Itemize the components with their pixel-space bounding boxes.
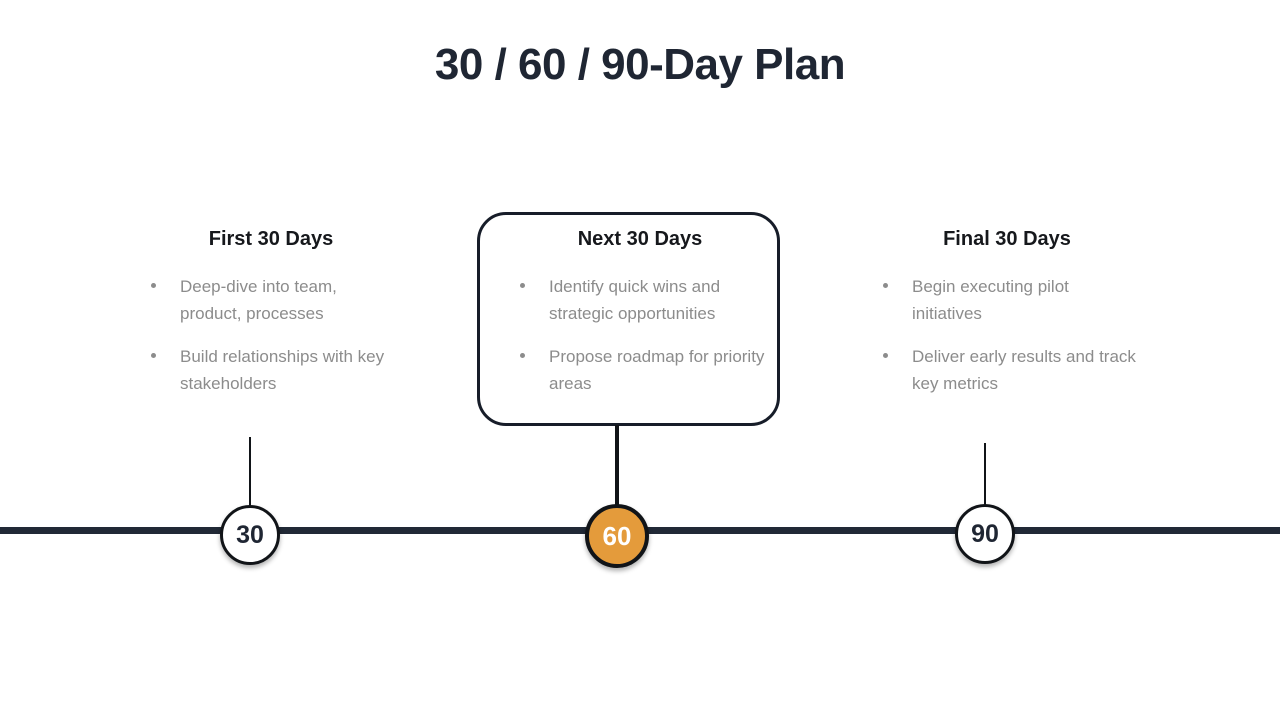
column-heading: First 30 Days (208, 228, 334, 250)
list-item: Deep-dive into team, product, processes (146, 273, 396, 327)
bullet-dot-icon (883, 283, 888, 288)
list-item: Identify quick wins and strategic opport… (515, 273, 765, 327)
list-item-text: Build relationships with key stakeholder… (180, 347, 385, 393)
list-item: Deliver early results and track key metr… (878, 343, 1136, 397)
list-item-text: Identify quick wins and strategic opport… (549, 277, 721, 323)
page-title: 30 / 60 / 90-Day Plan (434, 40, 846, 89)
bullet-list: Deep-dive into team, product, processes … (146, 273, 396, 397)
list-item-text: Begin executing pilot initiatives (912, 277, 1069, 323)
list-item: Build relationships with key stakeholder… (146, 343, 396, 397)
column-first-30-days: First 30 Days Deep-dive into team, produ… (146, 228, 396, 397)
bullet-dot-icon (520, 353, 525, 358)
connector-stem-60 (615, 425, 619, 509)
column-final-30-days: Final 30 Days Begin executing pilot init… (878, 228, 1136, 397)
milestone-label: 30 (236, 520, 264, 549)
list-item: Propose roadmap for priority areas (515, 343, 765, 397)
column-heading: Next 30 Days (577, 228, 703, 250)
bullet-list: Begin executing pilot initiatives Delive… (878, 273, 1136, 397)
milestone-label: 90 (971, 519, 999, 548)
connector-stem-90 (984, 443, 986, 511)
list-item-text: Deliver early results and track key metr… (912, 347, 1136, 393)
milestone-marker-30: 30 (220, 505, 280, 565)
highlight-card-next-30-days (477, 212, 780, 426)
connector-stem-30 (249, 437, 251, 511)
column-next-30-days: Next 30 Days Identify quick wins and str… (515, 228, 765, 397)
bullet-dot-icon (151, 283, 156, 288)
list-item-text: Deep-dive into team, product, processes (180, 277, 337, 323)
column-heading: Final 30 Days (943, 228, 1071, 250)
bullet-dot-icon (883, 353, 888, 358)
bullet-dot-icon (151, 353, 156, 358)
bullet-list: Identify quick wins and strategic opport… (515, 273, 765, 397)
milestone-label: 60 (602, 520, 632, 551)
list-item: Begin executing pilot initiatives (878, 273, 1136, 327)
list-item-text: Propose roadmap for priority areas (549, 347, 765, 393)
milestone-marker-60: 60 (585, 504, 649, 568)
milestone-marker-90: 90 (955, 504, 1015, 564)
bullet-dot-icon (520, 283, 525, 288)
